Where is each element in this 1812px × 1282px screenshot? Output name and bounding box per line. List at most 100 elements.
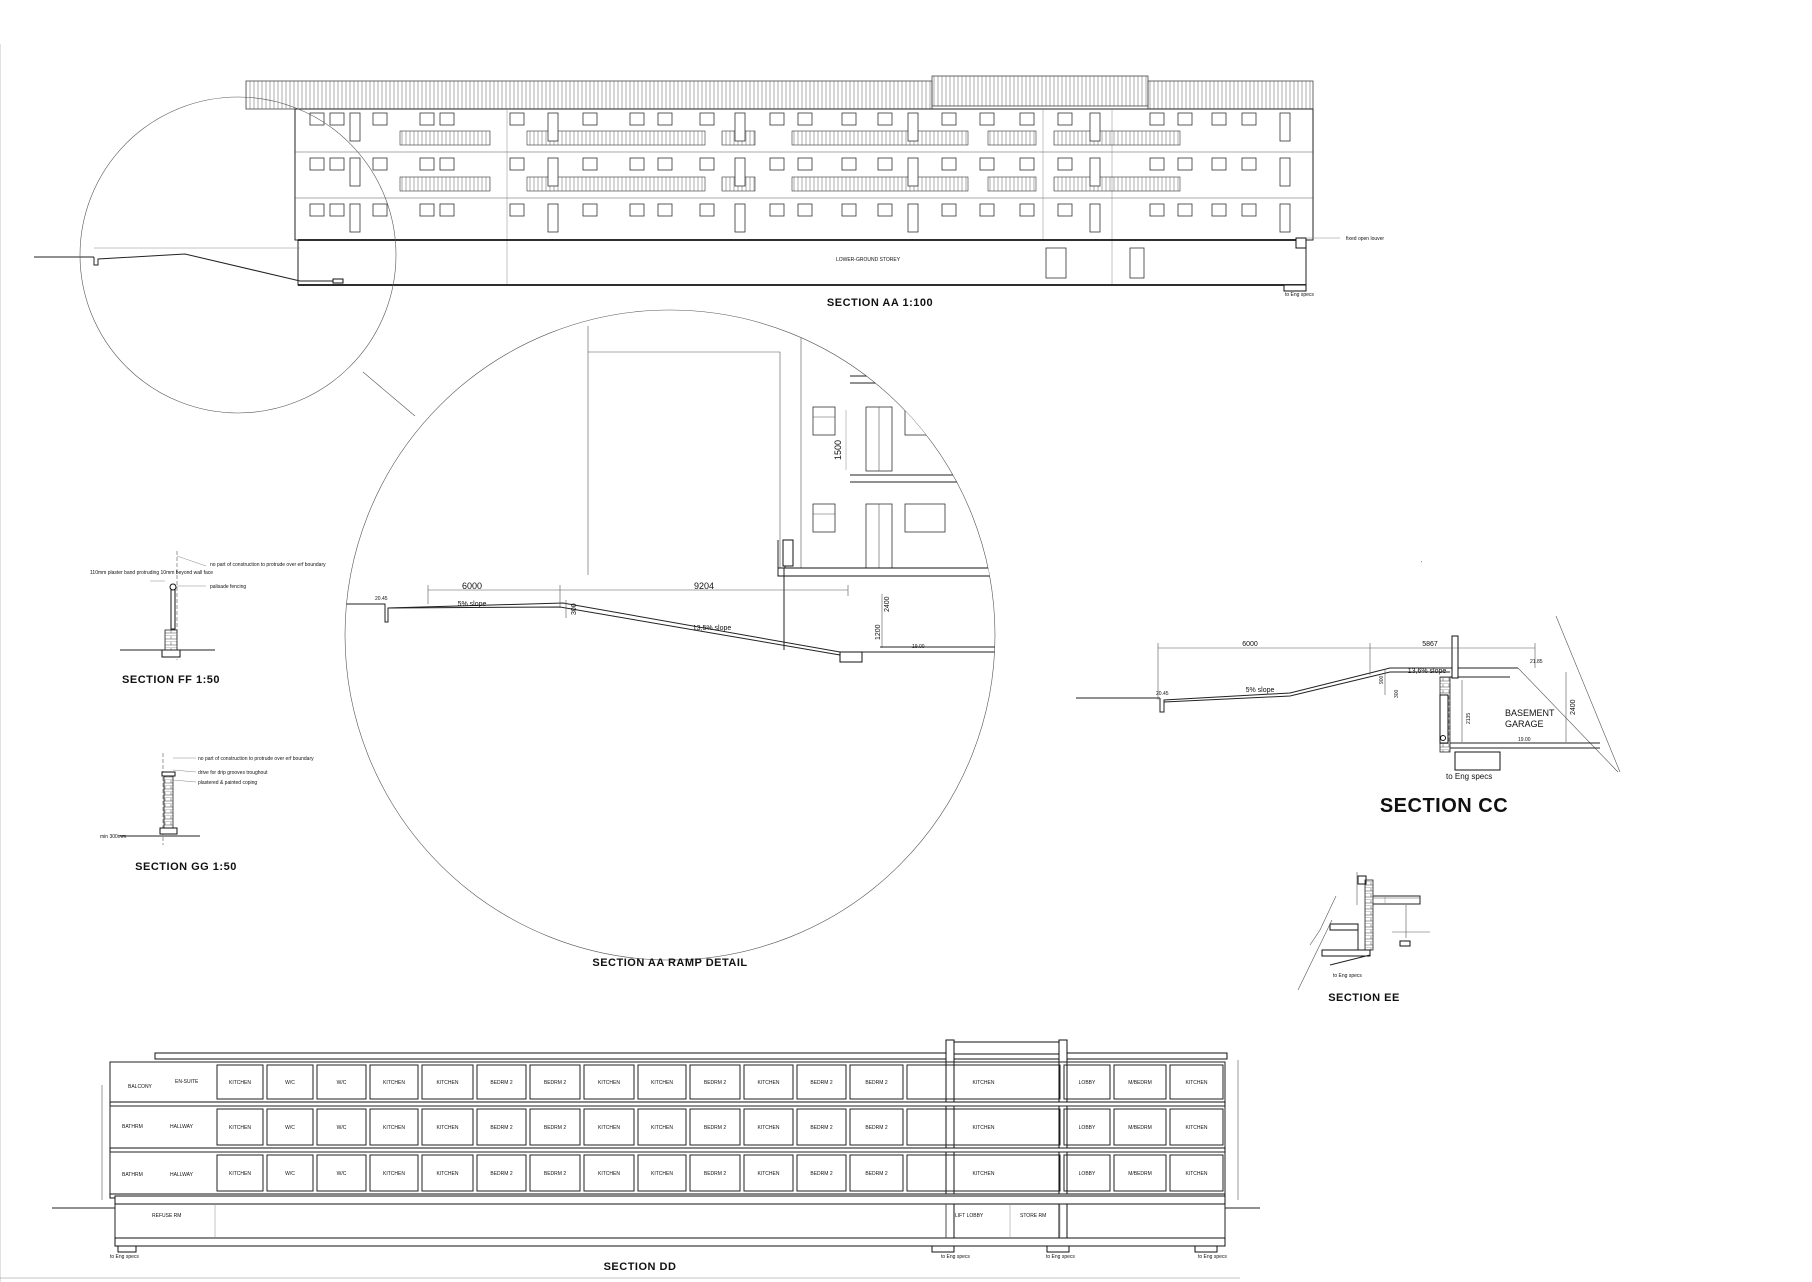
gg-note-1: no part of construction to protrude over… [198,756,314,762]
section-ee: to Eng specs SECTION EE [1297,872,1430,1004]
cc-dim-5867: 5867 [1422,641,1438,648]
cc-slope-5: 5% slope [1246,687,1275,694]
dd-room-label: W/C [337,1171,347,1177]
facade-window [979,112,995,126]
facade-window [1149,203,1165,217]
dd-room-label: BEDRM 2 [544,1171,566,1177]
facade-window [1089,157,1101,187]
dd-room-cell [1063,1154,1111,1192]
gg-note-3: plastered & painted coping [198,780,257,786]
ff-note-3: palisade fencing [210,584,246,590]
dd-room-cell [1169,1108,1224,1146]
dd-room-cell [266,1108,314,1146]
dd-room-cell [369,1108,419,1146]
facade-window [769,157,785,171]
facade-window [657,203,673,217]
level-1900: 19.00 [912,644,925,650]
facade-window [877,112,893,126]
facade-window [1019,112,1035,126]
dd-room-cell [743,1108,794,1146]
dd-room-label: KITCHEN [229,1171,251,1177]
facade-window [547,112,559,142]
facade-window [841,157,857,171]
dd-room-cell [637,1154,687,1192]
dd-room-label: BEDRM 2 [704,1171,726,1177]
dd-room-cell [849,1108,904,1146]
dd-room-label: KITCHEN [973,1171,995,1177]
ramp-detail-title: SECTION AA RAMP DETAIL [592,957,747,969]
dd-eng-1: to Eng specs [110,1254,139,1260]
dd-room-label: BEDRM 2 [810,1171,832,1177]
facade-window [439,203,455,217]
dd-room-cell [216,1108,264,1146]
dim-6000: 6000 [462,581,482,591]
dd-room-cell [1113,1064,1167,1100]
dd-room-cell [583,1154,635,1192]
facade-window [372,112,388,126]
section-gg-title: SECTION GG 1:50 [135,861,237,873]
cc-level-start: 20.45 [1156,691,1169,697]
dd-hallway-2: HALLWAY [170,1172,194,1178]
dd-hallway-1: HALLWAY [170,1124,194,1130]
dd-room-cell [689,1154,741,1192]
dd-room-label: BEDRM 2 [490,1080,512,1086]
facade-window [1057,112,1073,126]
facade-window [1019,157,1035,171]
facade-window [797,157,813,171]
dd-room-cell [906,1108,1061,1146]
facade-window [509,203,525,217]
dd-room-label: BEDRM 2 [865,1080,887,1086]
dd-room-label: KITCHEN [598,1080,620,1086]
facade-window [419,157,435,171]
facade-window [979,157,995,171]
dd-room-label: BEDRM 2 [810,1125,832,1131]
facade-window [509,157,525,171]
dd-room-cell [583,1108,635,1146]
facade-window [1057,203,1073,217]
dd-room-label: M/BEDRM [1128,1125,1152,1131]
dd-room-label: BEDRM 2 [865,1171,887,1177]
section-aa-ramp-detail: 1500 6000 9204 5% slope 13,5% slope 300 [344,309,996,969]
dd-room-cell [266,1064,314,1100]
dd-room-cell [906,1154,1061,1192]
facade-window [769,203,785,217]
facade-window [582,203,598,217]
facade-window [979,203,995,217]
dd-room-label: BEDRM 2 [704,1080,726,1086]
dd-lift-lobby: LIFT LOBBY [955,1213,984,1219]
dim-300: 300 [571,603,578,615]
dd-room-label: KITCHEN [229,1125,251,1131]
facade-window [769,112,785,126]
dd-room-label: KITCHEN [1186,1171,1208,1177]
section-gg: no part of construction to protrude over… [100,753,314,873]
facade-window [941,112,957,126]
dd-room-cell [849,1064,904,1100]
dd-balcony: BALCONY [128,1084,153,1090]
dd-room-cell [743,1154,794,1192]
cc-room-basement: BASEMENT [1505,708,1555,718]
dd-bathrm-2: BATHRM [122,1172,143,1178]
facade-window [657,112,673,126]
dd-room-cell [1063,1064,1111,1100]
facade-window [372,203,388,217]
facade-window [349,157,361,187]
facade-window [547,203,559,233]
facade-window [509,112,525,126]
dd-room-cell [266,1154,314,1192]
facade-window [1177,112,1193,126]
dd-floor-slab [109,1147,1226,1153]
facade-window [547,157,559,187]
facade-window [1089,203,1101,233]
dd-room-cell [421,1064,474,1100]
facade-window [1279,203,1291,233]
dd-room-label: KITCHEN [651,1080,673,1086]
dd-room-label: KITCHEN [973,1125,995,1131]
facade-window [1211,157,1227,171]
facade-window [309,157,325,171]
facade-window [877,203,893,217]
dd-room-cell [369,1154,419,1192]
facade-window [877,157,893,171]
facade-window [309,203,325,217]
